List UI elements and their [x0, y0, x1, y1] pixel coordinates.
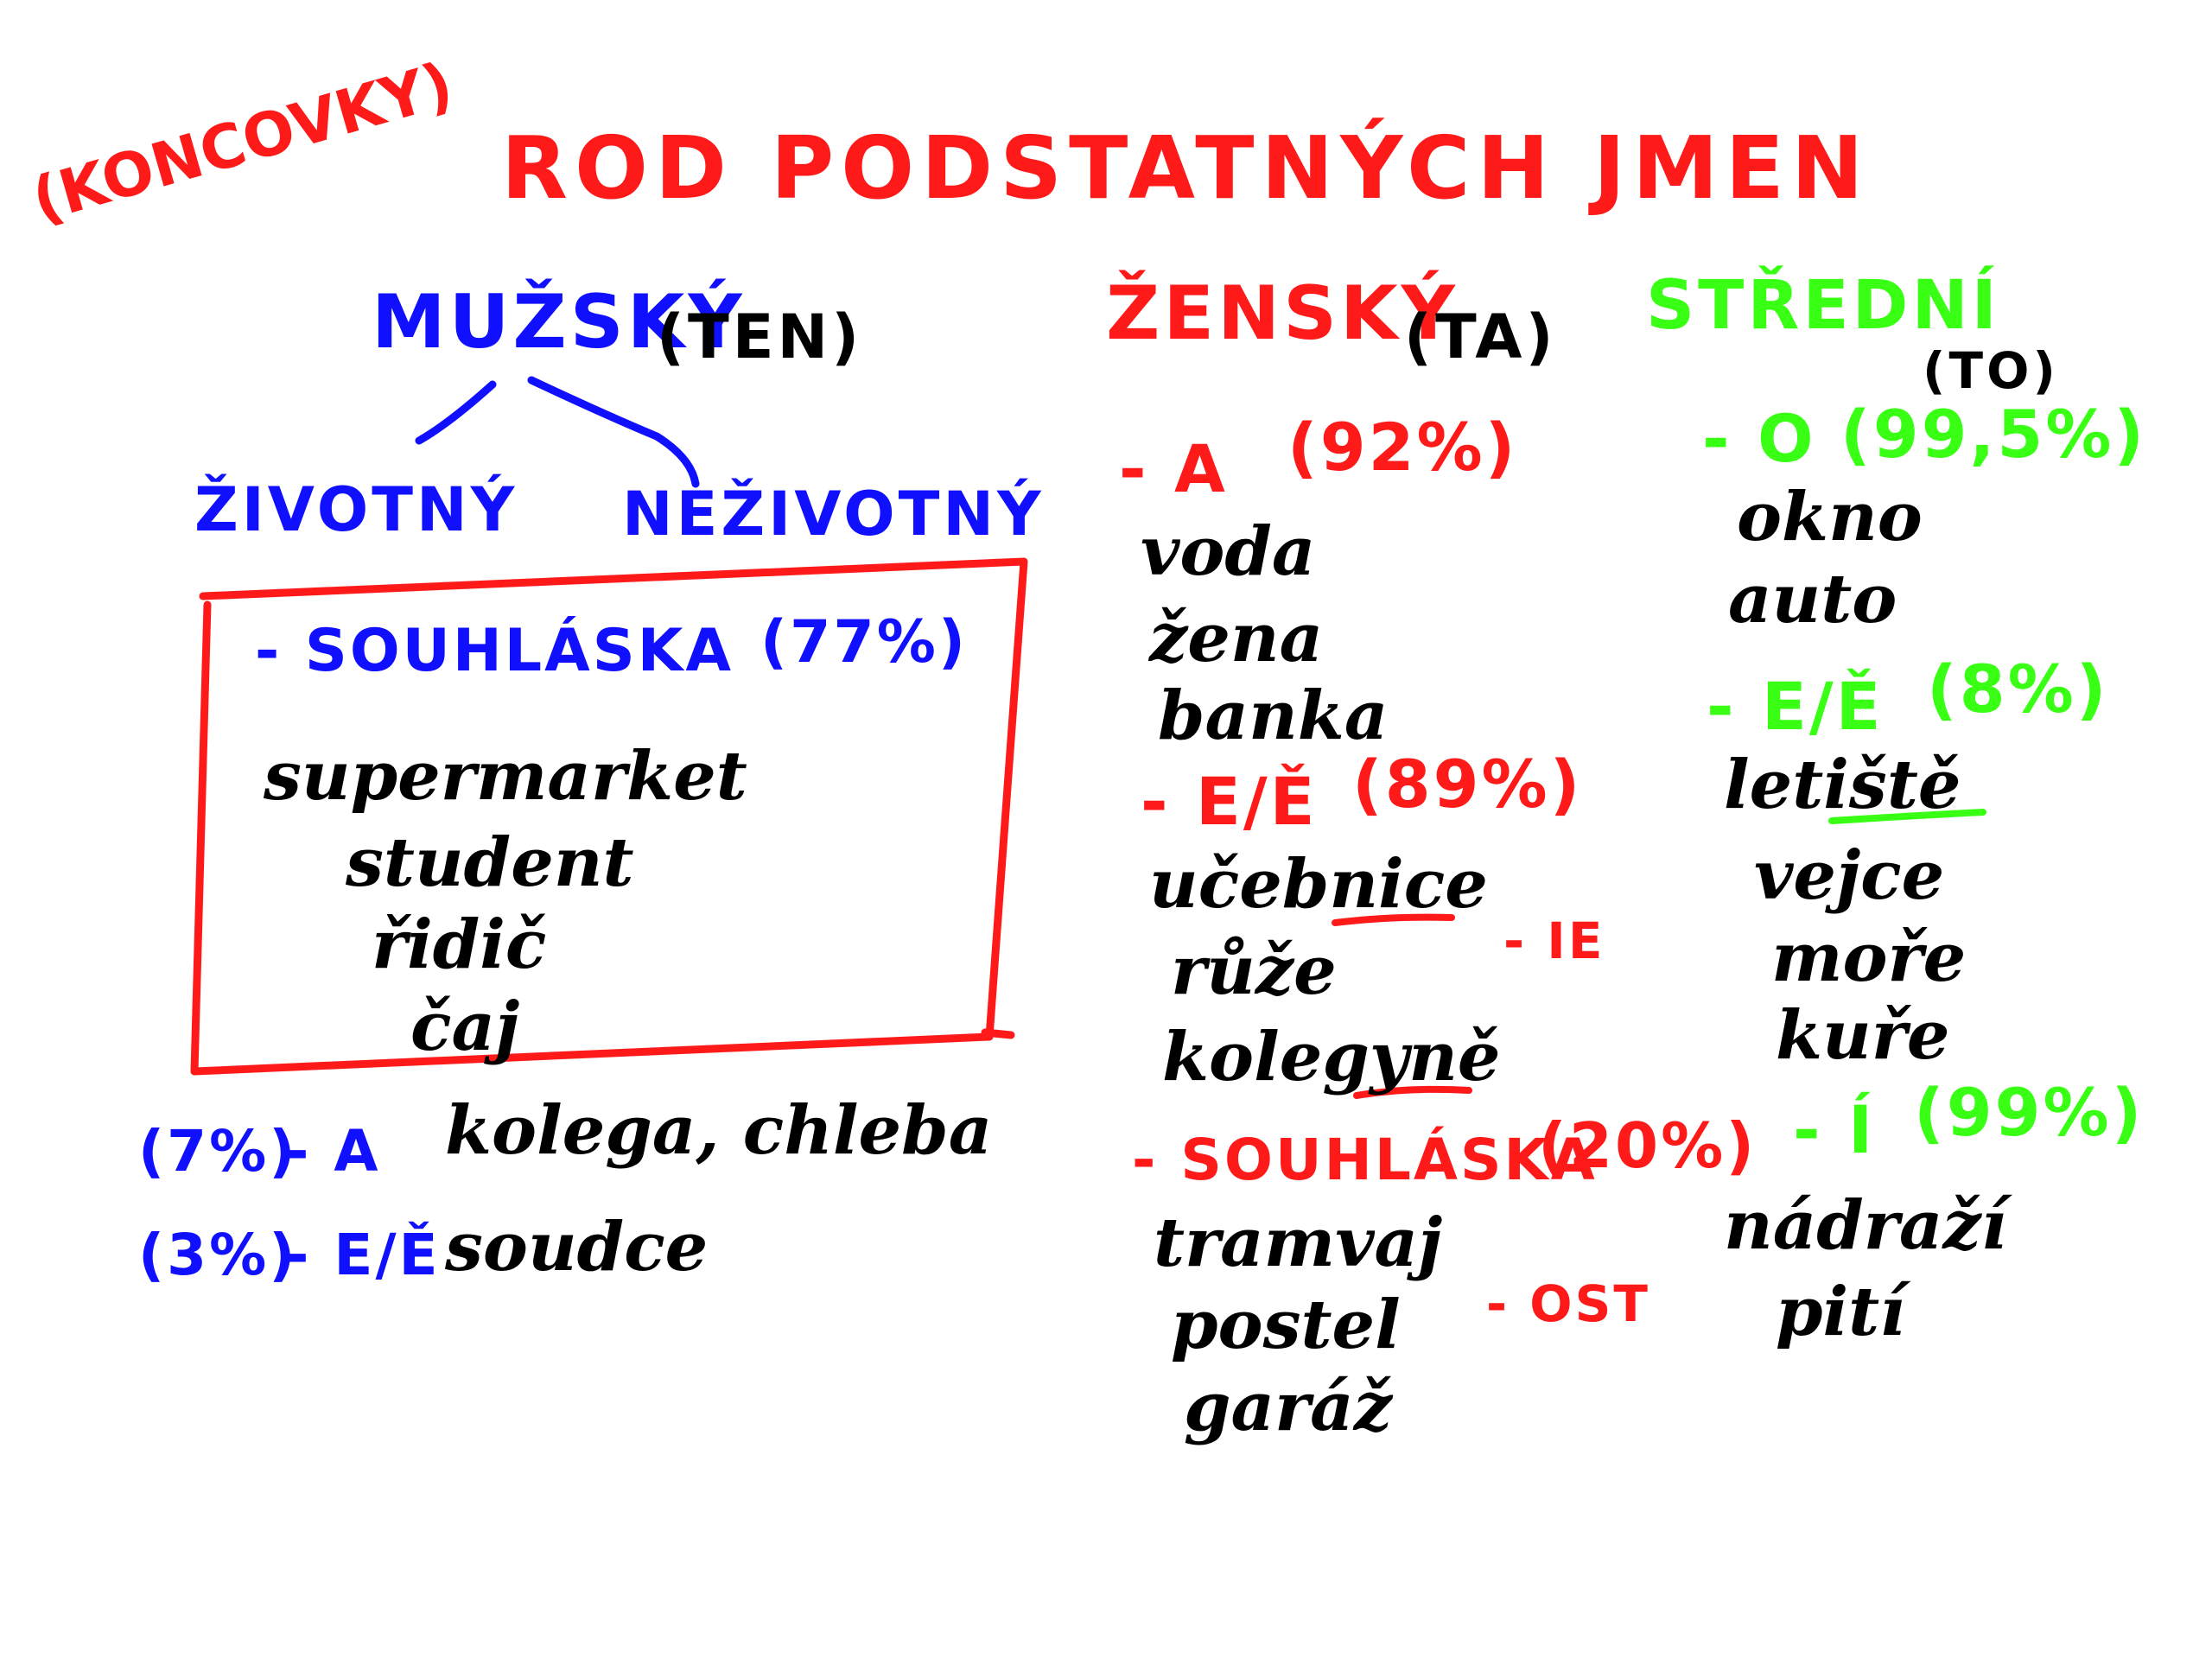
feminine-word: postel	[1171, 1286, 1401, 1364]
feminine-word: žena	[1149, 599, 1324, 677]
neuter-ending: - O	[1702, 400, 1816, 477]
feminine-word: tramvaj	[1154, 1204, 1443, 1282]
neuter-word: vejce	[1754, 836, 1945, 915]
neuter-word: okno	[1737, 478, 1923, 556]
masculine-row-ending: - E/Ě	[285, 1222, 441, 1288]
neuter-heading: STŘEDNÍ	[1646, 267, 2000, 345]
underline-ucebnice	[1332, 913, 1455, 926]
feminine-word: garáž	[1184, 1368, 1393, 1446]
masculine-word: student	[346, 823, 634, 902]
masculine-word: čaj	[410, 988, 520, 1066]
masculine-word: supermarket	[264, 737, 747, 816]
masculine-row-percent: (7%)	[138, 1118, 298, 1185]
branch-animate: ŽIVOTNÝ	[194, 474, 518, 545]
masculine-heading: MUŽSKÝ	[372, 279, 746, 365]
feminine-heading: ŽENSKÝ	[1106, 270, 1459, 357]
neuter-word: pití	[1776, 1273, 1905, 1351]
feminine-word: kolegyně	[1162, 1018, 1501, 1096]
page-title: ROD PODSTATNÝCH JMEN	[501, 118, 1871, 219]
masculine-box-percent: (77%)	[760, 608, 968, 677]
neuter-percent: (99,5%)	[1840, 396, 2147, 473]
underline-kolegyne	[1353, 1085, 1472, 1099]
neuter-word: letiště	[1724, 746, 1961, 824]
feminine-percent: (20%)	[1538, 1109, 1758, 1182]
masculine-box-ending: - SOUHLÁSKA	[255, 617, 734, 685]
neuter-percent: (99%)	[1914, 1074, 2145, 1151]
feminine-word: voda	[1141, 512, 1316, 591]
masculine-row-percent: (3%)	[138, 1222, 298, 1288]
neuter-word: nádraží	[1724, 1186, 2007, 1265]
feminine-word: banka	[1158, 677, 1389, 755]
feminine-side-note: - IE	[1503, 912, 1605, 970]
neuter-word: moře	[1771, 918, 1967, 997]
underline-letiste	[1828, 809, 1986, 824]
feminine-word: růže	[1171, 931, 1337, 1010]
masculine-pronoun: (TEN)	[657, 302, 863, 372]
feminine-side-note: - OST	[1486, 1274, 1650, 1333]
masculine-row-words: soudce	[445, 1208, 709, 1286]
feminine-percent: (89%)	[1352, 746, 1583, 823]
branch-line-left	[415, 380, 497, 445]
neuter-word: auto	[1728, 560, 1897, 638]
box-extension	[981, 1028, 1015, 1039]
feminine-word: učebnice	[1149, 845, 1488, 924]
masculine-row-words: kolega, chleba	[445, 1091, 993, 1170]
neuter-ending: - Í	[1793, 1091, 1876, 1168]
neuter-percent: (8%)	[1927, 651, 2109, 727]
feminine-pronoun: (TA)	[1404, 302, 1557, 372]
neuter-ending: - E/Ě	[1707, 668, 1884, 745]
masculine-row-ending: - A	[285, 1118, 381, 1185]
neuter-word: kuře	[1776, 996, 1950, 1075]
neuter-pronoun: (TO)	[1923, 341, 2059, 400]
branch-inanimate: NEŽIVOTNÝ	[622, 479, 1045, 549]
branch-line-right	[527, 376, 700, 488]
feminine-ending: - E/Ě	[1141, 763, 1318, 840]
feminine-ending: - SOUHLÁSKA	[1132, 1127, 1598, 1193]
feminine-ending: - A	[1119, 430, 1228, 507]
feminine-percent: (92%)	[1287, 409, 1518, 486]
masculine-word: řidič	[372, 905, 547, 984]
